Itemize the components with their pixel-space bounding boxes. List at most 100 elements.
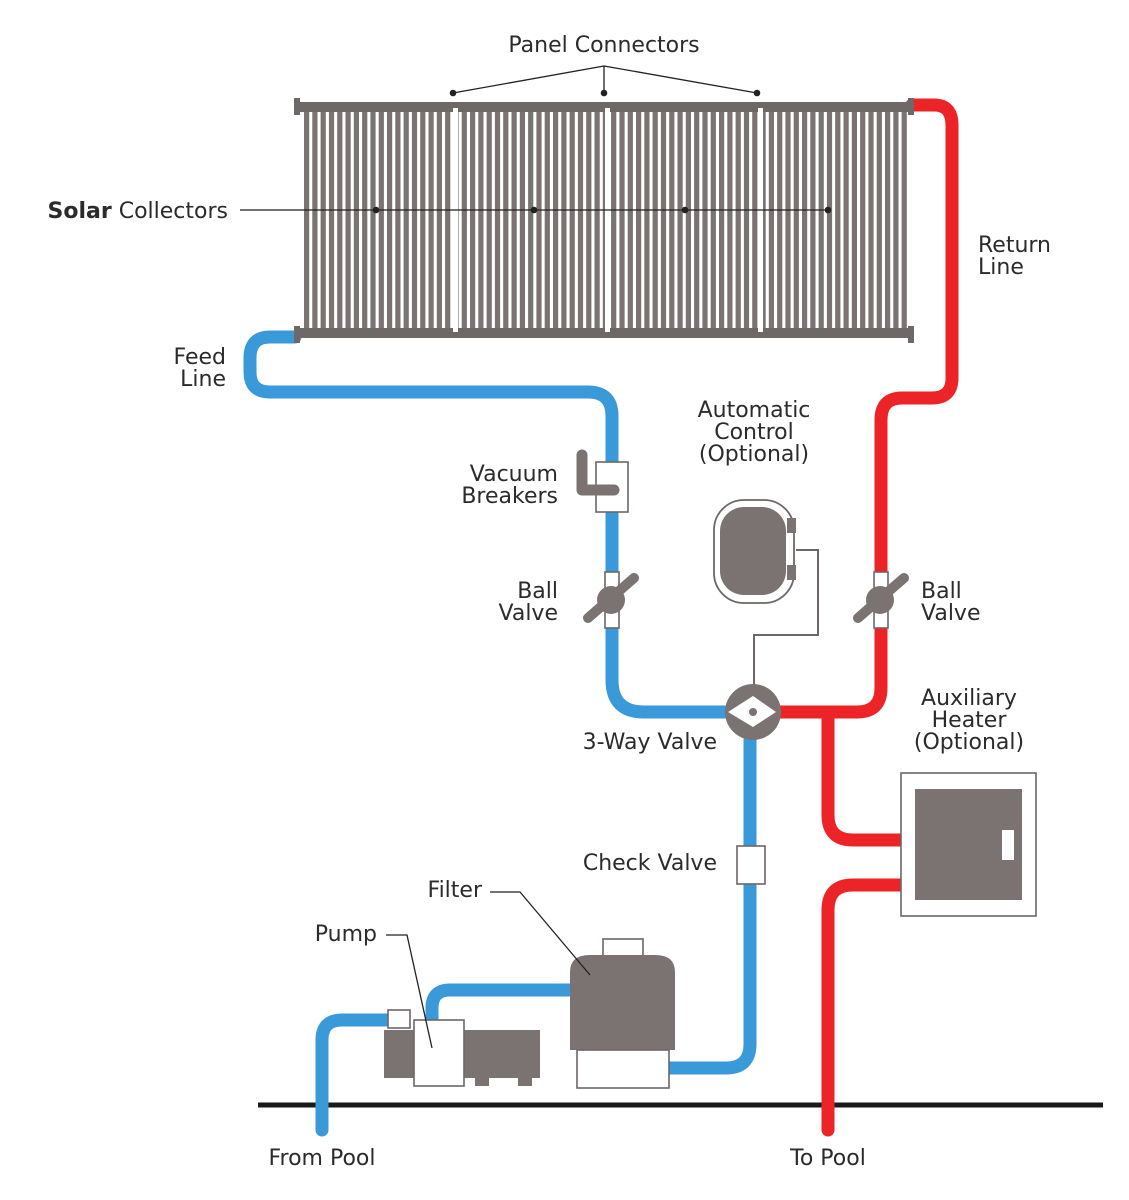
ball-valve-left-label-2: Valve <box>499 601 559 626</box>
collector-tube <box>735 112 741 328</box>
collector-tube <box>619 112 625 328</box>
collector-tube <box>362 112 368 328</box>
collector-tube <box>627 112 633 328</box>
collector-tube <box>851 112 857 328</box>
auxiliary-heater-label-3: (Optional) <box>914 730 1024 755</box>
collector-tube <box>677 112 683 328</box>
panel-divider <box>453 108 458 332</box>
collector-tube <box>843 112 849 328</box>
ball-valve-left-label-1: Ball <box>517 579 558 604</box>
collector-tube <box>486 112 492 328</box>
collector-tube <box>320 112 326 328</box>
check-valve <box>736 845 766 885</box>
collector-tube <box>387 112 393 328</box>
collector-tube <box>793 112 799 328</box>
collector-tube <box>660 112 667 328</box>
pump-to-filter-pipe <box>425 983 579 1031</box>
collector-tube <box>411 112 418 328</box>
collector-tube <box>536 112 542 328</box>
collector-tube <box>569 112 575 328</box>
collector-tube <box>378 112 384 328</box>
collector-tube <box>494 112 501 328</box>
collector-tube <box>685 112 691 328</box>
feed-line-pipe <box>243 330 735 719</box>
three-way-valve-label: 3-Way Valve <box>583 730 717 755</box>
collector-tube <box>304 112 310 328</box>
collector-tube <box>760 112 766 328</box>
collector-tube <box>901 112 907 328</box>
collector-tube <box>428 112 434 328</box>
panel-end-cap <box>294 98 300 115</box>
collector-tube <box>702 112 708 328</box>
return-line-label-2: Line <box>978 255 1024 280</box>
collector-tube <box>802 112 808 328</box>
automatic-control <box>713 499 819 688</box>
collector-tube <box>544 112 550 328</box>
panel-connectors-leader <box>449 65 761 97</box>
collector-tube <box>345 112 351 328</box>
solar-collectors-leader <box>240 206 832 214</box>
ball-valve-return <box>853 571 909 629</box>
feed-line-label-1: Feed <box>174 345 227 370</box>
collector-tube <box>503 112 509 328</box>
collector-tube <box>835 112 841 328</box>
three-way-valve <box>725 684 781 740</box>
return-line-pipe <box>773 98 959 719</box>
ball-valve-right-label-1: Ball <box>921 579 962 604</box>
solar-collectors-label: Solar Collectors <box>48 199 228 224</box>
collector-tube <box>403 112 409 328</box>
collector-tube <box>478 112 484 328</box>
pump-label: Pump <box>315 922 377 947</box>
collector-tube <box>470 112 476 328</box>
solar-collectors-label-rest: Collectors <box>112 199 228 224</box>
ball-valve-right-label-2: Valve <box>921 601 981 626</box>
collector-tube <box>611 112 617 328</box>
collector-tube <box>743 112 750 328</box>
filter-label: Filter <box>428 878 483 903</box>
pump <box>384 1009 540 1087</box>
collector-tube <box>826 112 833 328</box>
to-pool-pipe <box>821 878 909 1137</box>
collector-tube <box>395 112 401 328</box>
return-line-label-1: Return <box>978 233 1051 258</box>
collector-tube <box>519 112 525 328</box>
check-valve-label: Check Valve <box>583 851 717 876</box>
collector-tube <box>876 112 882 328</box>
heater-in-pipe <box>821 705 909 847</box>
solar-collectors-label-bold: Solar <box>48 199 112 224</box>
collector-tube <box>586 112 592 328</box>
collector-tube <box>337 112 343 328</box>
collector-tube <box>577 112 584 328</box>
collector-tube <box>752 112 758 328</box>
from-pool-pipe <box>315 1013 399 1137</box>
automatic-control-label-1: Automatic <box>698 398 811 423</box>
collector-tube <box>893 112 899 328</box>
collector-tube <box>420 112 426 328</box>
collector-tube <box>528 112 534 328</box>
collector-tube <box>561 112 567 328</box>
from-pool-label: From Pool <box>268 1146 375 1171</box>
collector-tube <box>370 112 376 328</box>
collector-tube <box>445 112 451 328</box>
filter-leader <box>490 891 591 976</box>
collector-tube <box>312 112 318 328</box>
panel-divider <box>605 108 610 332</box>
auxiliary-heater-label-2: Heater <box>932 708 1008 733</box>
vacuum-breaker <box>576 449 629 513</box>
collector-tube <box>810 112 816 328</box>
automatic-control-label-3: (Optional) <box>699 442 809 467</box>
collector-tube <box>644 112 650 328</box>
collector-tube <box>511 112 517 328</box>
collector-tube <box>353 112 359 328</box>
to-pool-label: To Pool <box>789 1146 866 1171</box>
panel-divider <box>758 108 763 332</box>
collector-tube <box>860 112 866 328</box>
filter <box>570 938 675 1089</box>
panel-end-cap <box>294 326 300 343</box>
collector-tube <box>727 112 733 328</box>
collector-tube <box>652 112 658 328</box>
vacuum-breakers-label-1: Vacuum <box>470 462 558 487</box>
panel-end-cap <box>908 98 914 115</box>
collector-tube <box>694 112 700 328</box>
